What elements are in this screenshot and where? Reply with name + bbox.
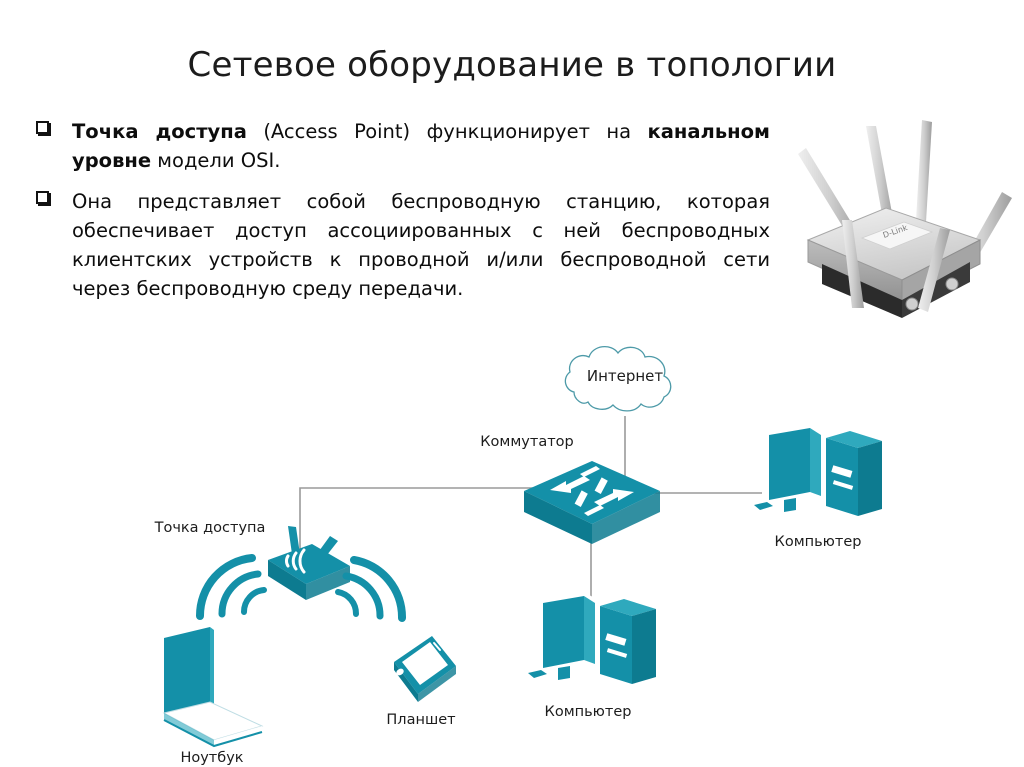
desktop-computer-icon-right: Компьютер: [752, 424, 882, 550]
wireless-access-point-photo: D-Link: [766, 112, 1018, 324]
page-title: Сетевое оборудование в топологии: [187, 45, 837, 85]
switch-icon: Коммутатор: [480, 434, 660, 544]
computer-bottom-label: Компьютер: [545, 704, 632, 720]
list-item: Точка доступа (Access Point) функциониру…: [28, 117, 770, 175]
laptop-label: Ноутбук: [180, 750, 243, 766]
computer-right-label: Компьютер: [775, 534, 862, 550]
network-topology-diagram: .tealD{fill:#0d7b90;} .tealM{fill:#1490a…: [0, 328, 1024, 767]
wifi-waves-right: [335, 556, 407, 622]
square-bullet-icon: [36, 191, 49, 204]
tablet-label: Планшет: [386, 712, 456, 728]
link-switch-access-point: [299, 487, 538, 566]
bullet-1-plain-b: модели OSI.: [151, 149, 281, 172]
switch-label: Коммутатор: [480, 434, 573, 450]
access-point-label: Точка доступа: [154, 520, 266, 536]
access-point-icon: Точка доступа: [154, 520, 350, 600]
wifi-waves-left: [195, 554, 267, 620]
square-bullet-icon: [36, 121, 49, 134]
bullet-text-2: Она представляет собой беспроводную стан…: [72, 190, 770, 300]
desktop-computer-icon-bottom: Компьютер: [526, 592, 656, 720]
bullet-1-bold-a: Точка доступа: [72, 120, 247, 143]
laptop-icon: Ноутбук: [160, 622, 264, 766]
antenna-group-front: [842, 220, 950, 312]
tablet-icon: Планшет: [386, 636, 456, 728]
cloud-icon: Интернет: [564, 346, 672, 412]
bullet-1-bold-b: канальном уровне: [72, 120, 770, 172]
bullet-text-1: Точка доступа (Access Point) функциониру…: [72, 117, 770, 175]
bullet-1-plain-a: (Access Point) функционирует на: [246, 120, 648, 143]
cloud-label: Интернет: [587, 367, 664, 385]
bullet-list: Точка доступа (Access Point) функциониру…: [28, 117, 770, 303]
list-item: Она представляет собой беспроводную стан…: [28, 187, 770, 303]
